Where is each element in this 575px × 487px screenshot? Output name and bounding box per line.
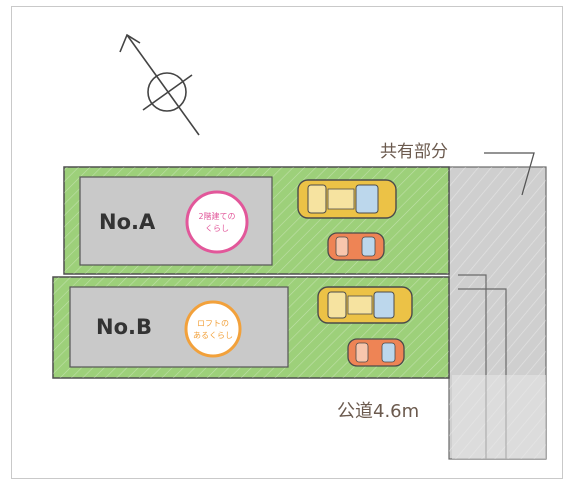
lot-a-badge — [185, 190, 249, 254]
compact-car-icon — [347, 338, 405, 367]
lot-b-badge-line2: あるくらし — [193, 331, 233, 340]
road-label: 公道4.6m — [337, 401, 419, 422]
building-b — [69, 286, 289, 368]
lot-a-badge-line1: 2階建ての — [198, 211, 235, 221]
shared-area — [448, 166, 547, 460]
lot-b-badge-line1: ロフトの — [197, 319, 229, 328]
lot-b-badge — [184, 300, 242, 358]
car-icon — [317, 286, 413, 324]
site-plan-map: No.A 2階建ての くらし No.B ロフトの あるくらし 共有部分 公道4.… — [52, 33, 547, 460]
lot-b-label: No.B — [96, 315, 152, 339]
north-arrow-icon — [119, 33, 200, 136]
site-plan-frame: No.A 2階建ての くらし No.B ロフトの あるくらし 共有部分 公道4.… — [11, 6, 563, 479]
shared-area-leader-line — [484, 152, 535, 196]
lot-a-badge-line2: くらし — [205, 224, 229, 233]
lot-a-label: No.A — [99, 210, 156, 234]
compact-car-icon — [327, 232, 385, 261]
shared-area-label: 共有部分 — [380, 142, 448, 162]
car-icon — [297, 179, 397, 219]
lot-a — [63, 166, 450, 275]
